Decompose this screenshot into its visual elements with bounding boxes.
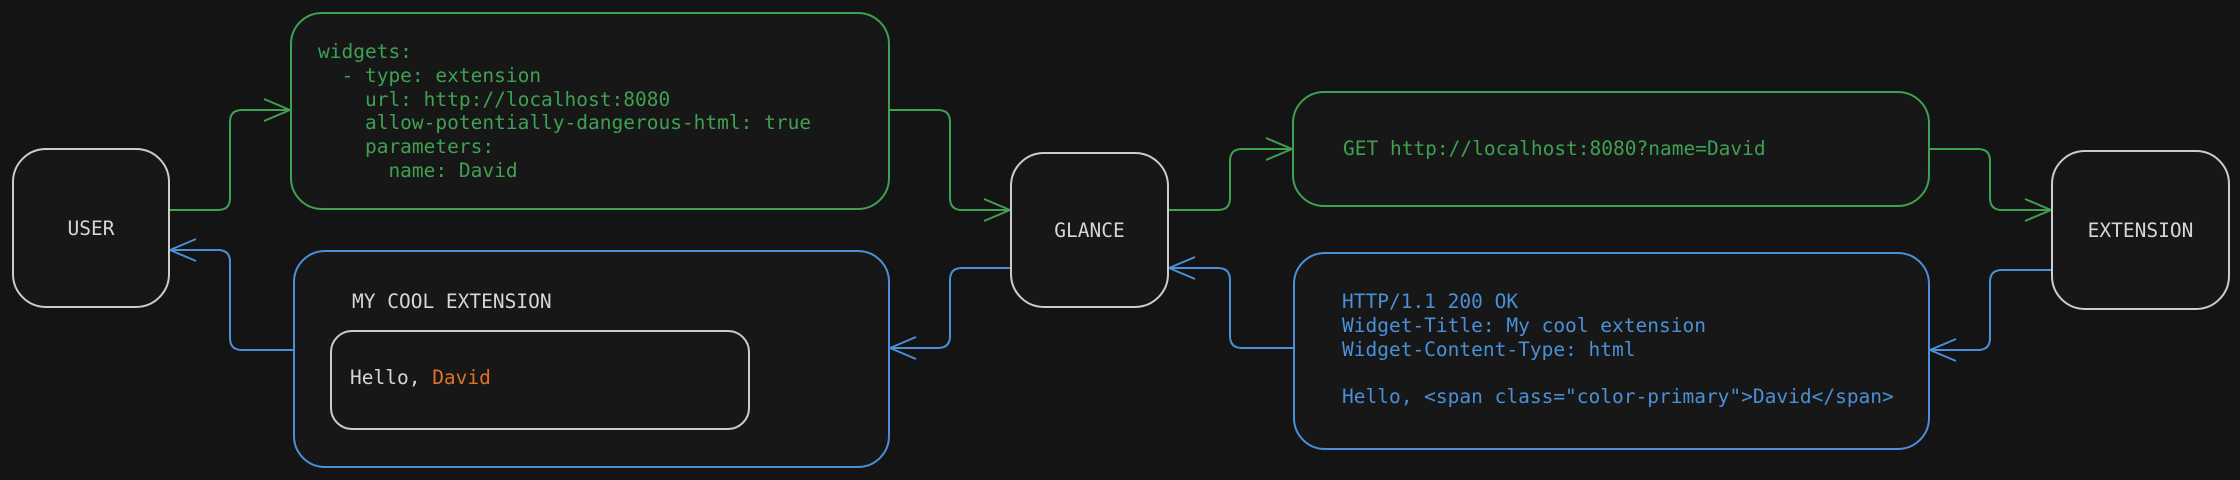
node-glance: GLANCE [1010,152,1169,308]
config-code: widgets: - type: extension url: http://l… [318,40,812,182]
edge-user-to-config [170,98,291,211]
response-code: HTTP/1.1 200 OK Widget-Title: My cool ex… [1342,290,1894,409]
edge-config-to-glance [890,109,1011,222]
request-box [1292,91,1930,207]
node-glance-label: GLANCE [1054,218,1125,242]
edge-extension-to-response [1929,269,2051,362]
edge-glance-to-request [1169,137,1293,211]
node-extension: EXTENSION [2051,150,2230,310]
edge-request-to-extension [1930,148,2052,222]
greeting-box [330,330,750,430]
response-box [1293,252,1930,450]
node-extension-label: EXTENSION [2087,218,2194,242]
greeting-prefix: Hello, [350,366,433,389]
greeting-text: Hello, David [350,366,491,390]
config-box [290,12,890,210]
edge-widget-to-user [169,238,293,351]
edge-response-to-glance [1168,256,1293,349]
request-code: GET http://localhost:8080?name=David [1343,137,1766,160]
widget-title: MY COOL EXTENSION [352,290,552,313]
edge-glance-to-widget [889,267,1010,360]
node-user-label: USER [67,216,115,240]
node-user: USER [12,148,170,308]
greeting-name-highlight: David [432,366,491,389]
